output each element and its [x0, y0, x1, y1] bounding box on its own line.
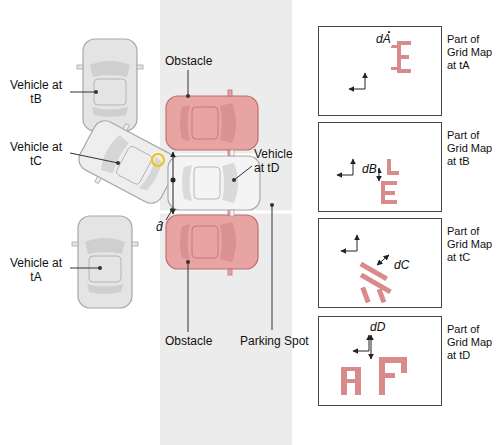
grid-map-panel: dDPart of Grid Map at tD — [318, 316, 442, 406]
dimension-label: d̂ — [156, 220, 170, 234]
vehicle-tb — [77, 39, 143, 131]
leader-line — [70, 92, 96, 93]
grid-map-panel: dAPart of Grid Map at tA — [318, 26, 442, 116]
distance-label: dB — [361, 163, 378, 176]
panel-caption: Part of Grid Map at tC — [447, 225, 501, 264]
part-label: Vehicle at tC — [4, 140, 68, 168]
panel-caption: Part of Grid Map at tB — [447, 129, 501, 168]
grid-map-drawing — [319, 219, 441, 307]
distance-label: dD — [369, 321, 386, 334]
gap-dimension — [173, 152, 174, 214]
panel-caption: Part of Grid Map at tD — [447, 323, 501, 362]
part-label: Vehicle at tA — [4, 256, 68, 284]
part-label: Obstacle — [165, 334, 225, 348]
obstacle-car — [166, 209, 258, 275]
leader-line — [70, 268, 100, 269]
distance-label: dA — [375, 33, 392, 46]
part-label: Vehicle at tB — [4, 78, 68, 106]
part-label: Obstacle — [165, 54, 225, 68]
part-label: Vehicle at tD — [254, 147, 304, 175]
leader-line — [188, 262, 189, 332]
grid-map-panel: dBPart of Grid Map at tB — [318, 122, 442, 212]
part-label: Parking Spot — [240, 334, 320, 348]
leader-line — [70, 153, 118, 163]
leader-line — [272, 205, 273, 330]
grid-map-drawing — [319, 123, 441, 211]
panel-caption: Part of Grid Map at tA — [447, 33, 501, 72]
vehicle-td — [168, 150, 260, 216]
leader-line — [234, 166, 252, 180]
vehicle-ta — [72, 216, 138, 308]
distance-label: dC — [393, 259, 410, 272]
obstacle-car — [166, 90, 258, 156]
parking-ground — [160, 0, 292, 445]
grid-map-panel: dCPart of Grid Map at tC — [318, 218, 442, 308]
leader-line — [188, 70, 189, 96]
sensor-mark — [152, 154, 164, 166]
